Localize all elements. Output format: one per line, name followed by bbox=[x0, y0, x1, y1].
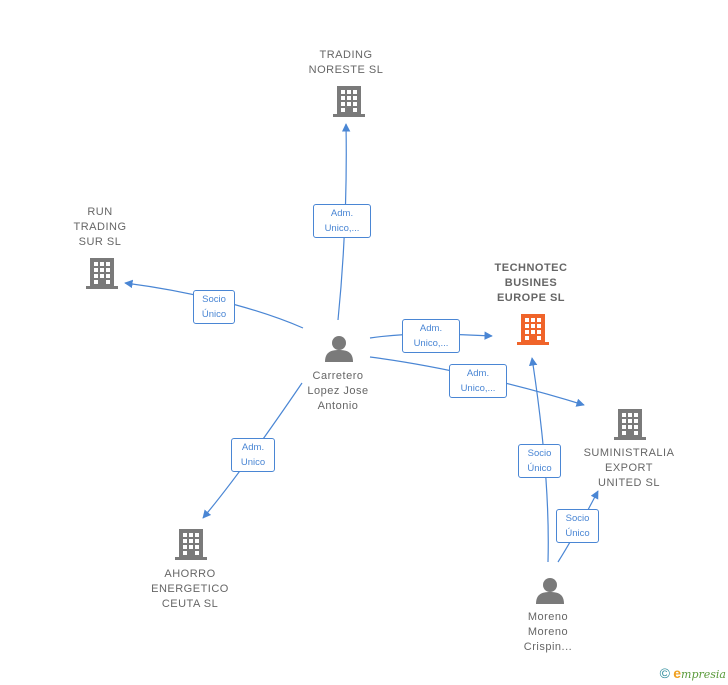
brand-initial: e bbox=[673, 665, 682, 681]
edge-label-carretero-run: Socio Único bbox=[193, 290, 235, 324]
empresia-watermark: © empresia bbox=[660, 665, 726, 681]
node-label-suministralia[interactable]: SUMINISTRALIA EXPORT UNITED SL bbox=[583, 447, 675, 489]
node-label-run-trading[interactable]: RUN TRADING SUR SL bbox=[73, 206, 127, 248]
node-label-technotec[interactable]: TECHNOTEC BUSINES EUROPE SL bbox=[494, 262, 568, 304]
node-label-moreno[interactable]: Moreno Moreno Crispin... bbox=[523, 611, 573, 653]
copyright-symbol: © bbox=[659, 665, 670, 681]
edge-label-moreno-technotec: Socio Único bbox=[518, 444, 561, 478]
ahorro-building-icon[interactable] bbox=[175, 529, 207, 560]
edge-label-carretero-suministralia: Adm. Unico,... bbox=[449, 364, 507, 398]
run-trading-building-icon[interactable] bbox=[86, 258, 118, 289]
trading-noreste-building-icon[interactable] bbox=[333, 86, 365, 117]
edge-label-carretero-trading: Adm. Unico,... bbox=[313, 204, 371, 238]
node-label-trading-noreste[interactable]: TRADING NORESTE SL bbox=[308, 49, 384, 76]
edge-label-carretero-technotec: Adm. Unico,... bbox=[402, 319, 460, 353]
carretero-person-icon[interactable] bbox=[325, 336, 353, 362]
moreno-person-icon[interactable] bbox=[536, 578, 564, 604]
edge-label-moreno-suministralia: Socio Único bbox=[556, 509, 599, 543]
node-label-carretero[interactable]: Carretero Lopez Jose Antonio bbox=[307, 370, 369, 412]
brand-name: mpresia bbox=[681, 668, 726, 681]
node-label-ahorro[interactable]: AHORRO ENERGETICO CEUTA SL bbox=[151, 568, 229, 610]
suministralia-building-icon[interactable] bbox=[614, 409, 646, 440]
edge-label-carretero-ahorro: Adm. Unico bbox=[231, 438, 275, 472]
technotec-building-icon[interactable] bbox=[517, 314, 549, 345]
